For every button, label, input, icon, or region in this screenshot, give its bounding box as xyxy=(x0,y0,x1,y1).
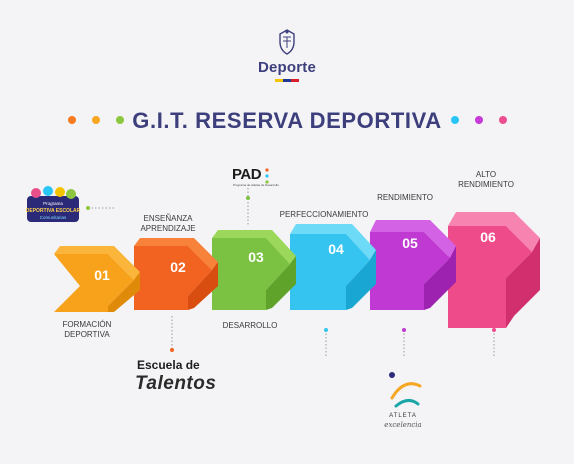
pad-logo: PAD xyxy=(232,166,262,183)
stage-01-block: 01 xyxy=(54,246,140,312)
stage-04-top xyxy=(290,224,376,260)
stage-04-side xyxy=(346,250,376,310)
flag-red xyxy=(291,79,299,82)
stage-02-block: 02 xyxy=(134,238,218,310)
stage-04-block: 04 xyxy=(290,224,376,310)
stage-06-number: 06 xyxy=(480,229,496,245)
atleta-line1: ATLETA xyxy=(389,413,417,419)
atleta-swoosh-1 xyxy=(390,382,422,400)
stage-06-side xyxy=(506,238,540,328)
talentos-line1: Escuela de xyxy=(137,358,200,372)
stage-05-label: RENDIMIENTO xyxy=(377,193,433,202)
stage-03-block: 03 xyxy=(212,230,296,310)
title-dot-right-1 xyxy=(451,116,459,124)
escolar-line2: DEPORTIVA ESCOLAR xyxy=(26,208,81,214)
escolar-figure-4 xyxy=(66,189,76,199)
title-dot-left-3 xyxy=(116,116,124,124)
connector-04-dot xyxy=(324,328,328,332)
escolar-line3: Comunitarias xyxy=(40,215,67,220)
atleta-swoosh-2 xyxy=(394,399,420,408)
stage-03-top xyxy=(212,230,296,264)
stage-05-top xyxy=(370,220,456,258)
stage-01-number: 01 xyxy=(94,267,110,283)
stage-01-top xyxy=(54,246,140,280)
ministry-logo: Deporte xyxy=(247,28,327,82)
title-dot-left-2 xyxy=(92,116,100,124)
atleta-head xyxy=(389,372,395,378)
escolar-line1: Programa xyxy=(43,201,63,206)
stage-06-block: 06 xyxy=(448,212,540,328)
stage-06-front xyxy=(448,226,532,328)
stage-05-side xyxy=(424,246,456,310)
stage-04-label: PERFECCIONAMIENTO xyxy=(279,210,369,219)
stage-02-front xyxy=(134,246,212,310)
stage-03-side xyxy=(266,256,296,310)
talentos-line2: Talentos xyxy=(135,373,217,394)
escolar-figure-3 xyxy=(55,187,65,197)
connector-06-dot xyxy=(492,328,496,332)
stage-02-side xyxy=(188,262,218,310)
flag-yellow xyxy=(275,79,283,82)
title-dot-right-2 xyxy=(475,116,483,124)
atleta-emblem xyxy=(389,372,422,408)
pad-dot-3 xyxy=(265,180,269,184)
connector-01-dot xyxy=(86,206,90,210)
flag-stripe xyxy=(275,79,299,82)
stage-01-front xyxy=(54,254,134,312)
stage-06-label: ALTO RENDIMIENTO xyxy=(458,170,514,189)
stage-04-number: 04 xyxy=(328,241,344,257)
page-title: G.I.T. RESERVA DEPORTIVA xyxy=(132,108,442,133)
stage-05-block: 05 xyxy=(370,220,456,310)
stage-06-top xyxy=(448,212,540,252)
pad-dot-2 xyxy=(265,174,269,178)
flag-blue xyxy=(283,79,291,82)
stage-03-label: DESARROLLO xyxy=(222,321,278,330)
title-dot-right-3 xyxy=(499,116,507,124)
connector-03-dot xyxy=(246,196,250,200)
title-dot-left-1 xyxy=(68,116,76,124)
pad-subtitle: Programa de Atletas de Desarrollo xyxy=(233,183,279,187)
stage-05-number: 05 xyxy=(402,235,418,251)
stage-03-front xyxy=(212,238,290,310)
stage-03-number: 03 xyxy=(248,249,264,265)
escolar-figure-2 xyxy=(43,186,53,196)
connector-05-dot xyxy=(402,328,406,332)
stage-04-front xyxy=(290,234,370,310)
org-name: Deporte xyxy=(257,59,317,76)
escolar-figure-1 xyxy=(31,188,41,198)
stage-05-front xyxy=(370,232,450,310)
escolar-logo: Programa DEPORTIVA ESCOLAR Comunitarias xyxy=(26,186,81,222)
stage-01-label: FORMACIÓN DEPORTIVA xyxy=(62,320,112,339)
escolar-logo-badge xyxy=(27,196,79,222)
stage-01-side xyxy=(108,272,140,312)
stage-02-label: ENSEÑANZA APRENDIZAJE xyxy=(140,214,196,233)
atleta-line2: excelencia xyxy=(384,421,422,429)
coat-of-arms-icon xyxy=(279,29,295,55)
stage-02-number: 02 xyxy=(170,259,186,275)
pad-dot-1 xyxy=(265,168,269,172)
connector-02-dot xyxy=(170,348,174,352)
